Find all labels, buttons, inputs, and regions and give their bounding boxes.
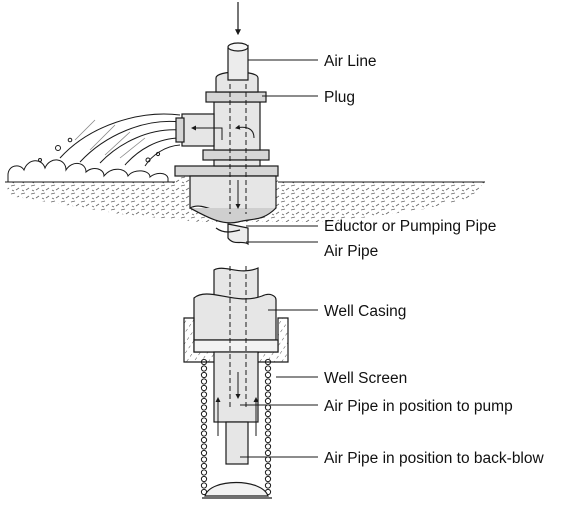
label-air-line: Air Line: [324, 53, 377, 70]
screen-bead: [264, 456, 272, 463]
screen-bead: [200, 475, 208, 483]
screen-bead: [264, 436, 272, 444]
well-screen-left: [200, 358, 208, 496]
air-pipe-inner-upper: [229, 84, 247, 214]
flow-arrows-lower: [215, 372, 259, 436]
screen-bead: [264, 410, 272, 418]
screen-bead: [264, 482, 272, 489]
screen-bead: [264, 365, 272, 372]
screen-bead: [200, 469, 208, 476]
screen-bead: [200, 462, 208, 470]
pump-head: [174, 42, 279, 224]
screen-bead: [200, 430, 208, 437]
screen-bead: [200, 417, 208, 424]
screen-bead: [200, 404, 208, 411]
label-air-pipe: Air Pipe: [324, 243, 378, 260]
screen-bead: [264, 475, 272, 483]
label-well-casing: Well Casing: [324, 303, 406, 320]
screen-bead: [264, 378, 272, 385]
flow-arrows-tee: [191, 124, 255, 209]
screen-bead: [200, 456, 208, 463]
screen-bead: [264, 462, 272, 470]
screen-bead: [200, 384, 208, 392]
screen-bead: [264, 443, 272, 450]
water-discharge: [7, 113, 181, 183]
screen-bead: [200, 449, 208, 457]
screen-bead: [200, 365, 208, 372]
screen-bead: [200, 436, 208, 444]
screen-bead: [264, 358, 272, 366]
screen-bead: [200, 443, 208, 450]
leader-lines: [240, 59, 318, 458]
screen-bead: [200, 378, 208, 385]
air-pipe-segment: [215, 223, 249, 246]
label-backblow-position: Air Pipe in position to back-blow: [324, 450, 545, 467]
label-plug: Plug: [324, 89, 355, 106]
well-screen-right: [264, 358, 272, 496]
screen-bead: [264, 423, 272, 431]
screen-bead: [264, 397, 272, 405]
screen-bead: [264, 391, 272, 398]
label-pump-position: Air Pipe in position to pump: [324, 398, 513, 415]
well-casing: [183, 267, 289, 363]
screen-bead: [200, 391, 208, 398]
screen-bead: [264, 449, 272, 457]
screen-bead: [200, 482, 208, 489]
screen-bead: [200, 371, 208, 379]
eductor-pipe-lower: [202, 351, 272, 499]
screen-bead: [264, 469, 272, 476]
screen-bead: [264, 417, 272, 424]
screen-bead: [264, 430, 272, 437]
label-well-screen: Well Screen: [324, 370, 407, 387]
screen-bead: [264, 404, 272, 411]
screen-bead: [264, 371, 272, 379]
screen-bead: [200, 423, 208, 431]
screen-bead: [264, 384, 272, 392]
screen-bead: [200, 410, 208, 418]
screen-bead: [200, 358, 208, 366]
label-eductor: Eductor or Pumping Pipe: [324, 218, 496, 235]
screen-bead: [200, 397, 208, 405]
